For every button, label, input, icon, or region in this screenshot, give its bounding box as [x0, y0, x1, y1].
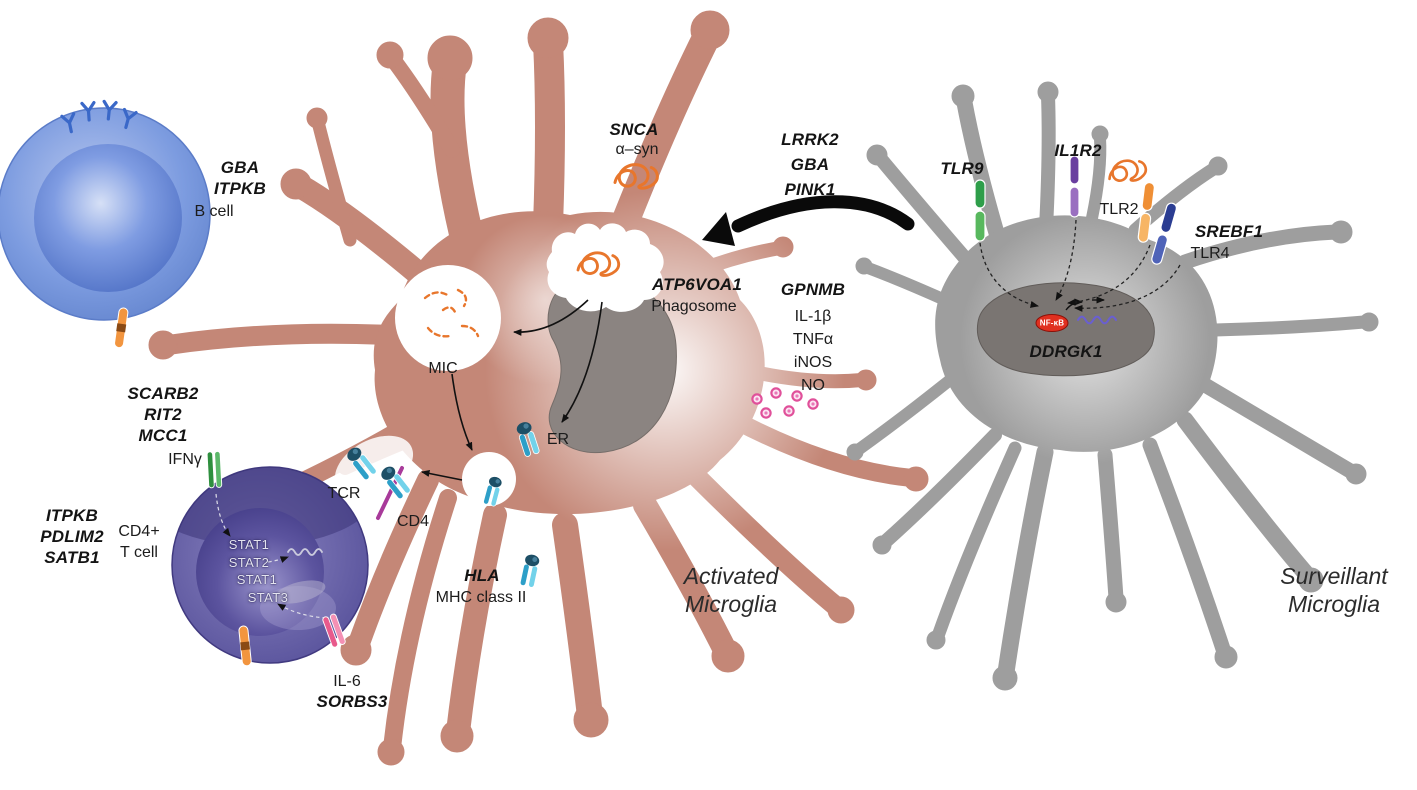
orange-receptor-icon — [114, 307, 129, 349]
alpha-synuclein-aggregate-icon — [1106, 156, 1149, 186]
phagosome-organelle — [546, 223, 664, 312]
mitochondria-icon — [423, 288, 480, 338]
nfkb-icon — [1035, 314, 1069, 332]
stat-signaling-arrows — [215, 493, 327, 619]
activated-nucleus — [547, 276, 677, 454]
surveillant-microglia-cell — [846, 81, 1379, 691]
ifng-receptor-icon — [206, 451, 223, 489]
activated-microglia-cell — [148, 10, 929, 766]
il6-receptor-icon — [322, 613, 346, 648]
activation-arrow — [702, 195, 915, 246]
tlr4-receptor-icon — [1151, 202, 1178, 265]
orange-receptor-icon — [238, 625, 252, 667]
tlr9-receptor-icon — [974, 179, 986, 242]
b-cell — [0, 99, 211, 349]
vesicle-organelle — [462, 452, 516, 506]
il1r2-receptor-icon — [1069, 155, 1080, 218]
hla-mhc-ii-icon — [519, 552, 541, 589]
surveillant-nucleus — [976, 282, 1155, 377]
trafficking-arrows — [421, 299, 603, 481]
tlr2-receptor-icon — [1137, 181, 1155, 243]
t-cell — [171, 435, 414, 667]
receptor-signaling-arrows — [979, 219, 1181, 312]
mic-organelle — [395, 265, 501, 371]
